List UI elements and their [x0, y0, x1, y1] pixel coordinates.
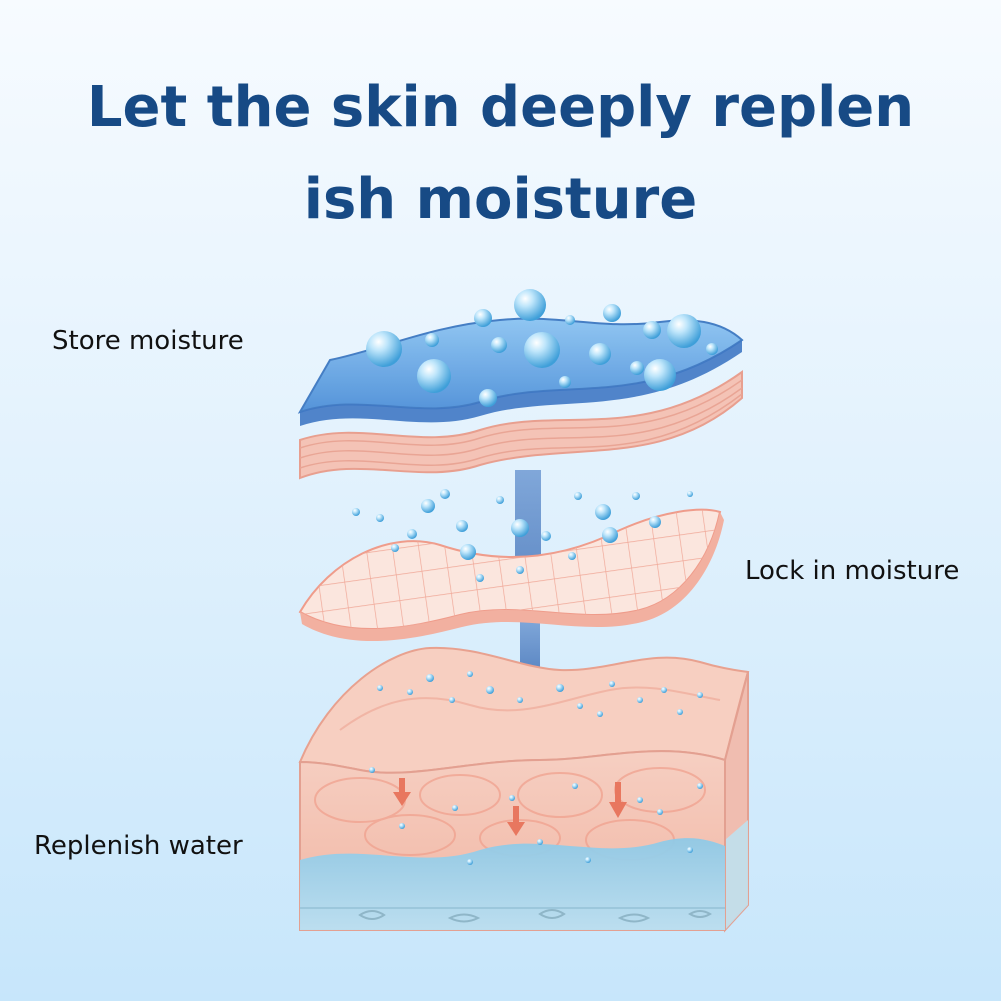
headline: Let the skin deeply replen ish moisture	[0, 62, 1001, 246]
dermis-block	[298, 646, 750, 933]
label-lock-in-moisture: Lock in moisture	[745, 556, 960, 586]
label-store-moisture: Store moisture	[52, 326, 244, 356]
label-replenish-water: Replenish water	[34, 831, 243, 861]
top-skin-stratum	[299, 370, 743, 480]
replenish-arrows	[393, 778, 627, 836]
headline-line-2: ish moisture	[303, 167, 698, 232]
moisture-droplets	[352, 489, 703, 865]
moisture-bubbles	[366, 289, 718, 407]
headline-line-1: Let the skin deeply replen	[86, 75, 915, 140]
